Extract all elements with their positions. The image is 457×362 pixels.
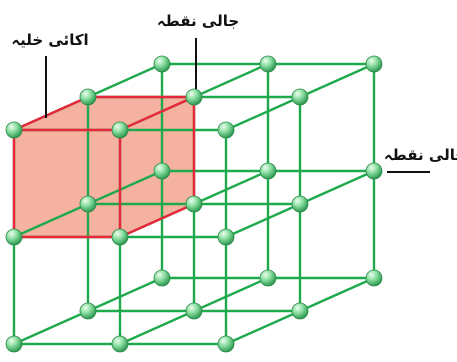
lattice-point [111,228,129,246]
lattice-point [185,302,203,320]
lattice-line [13,309,89,346]
unit-cell-edge [119,202,195,239]
unit-cell-label: اکائی خلیہ [11,31,88,49]
unit-cell-face [14,130,120,237]
lattice-line [193,169,269,206]
lattice-point [5,228,23,246]
lattice-point [291,88,309,106]
lattice-points [5,55,383,353]
lattice-point [79,302,97,320]
lattice-point [217,121,235,139]
lattice-point [291,302,309,320]
unit-cell-edges [12,95,196,239]
lattice-point [365,269,383,287]
lattice-point [79,195,97,213]
lattice-line [119,309,195,346]
lattice-point [365,162,383,180]
callout-lines [45,38,430,173]
lattice-point [5,121,23,139]
lattice-line [225,95,301,132]
unit-cell-edge [13,95,89,132]
lattice-line [299,276,375,313]
lattice-point [153,269,171,287]
lattice-point [185,195,203,213]
lattice-point [259,269,277,287]
lattice-point [111,121,129,139]
lattice-point [5,335,23,353]
lattice-line [87,62,163,99]
lattice-line [193,62,269,99]
lattice-point [259,162,277,180]
lattice-line [87,169,163,206]
lattice-point [111,335,129,353]
lattice-line [13,202,89,239]
lattice-point [79,88,97,106]
unit-cell-edge [119,95,195,132]
lattice-point [217,335,235,353]
lattice-point-top-label: جالی نقطہ [157,12,239,30]
lattice-line [299,169,375,206]
lattice-point [291,195,309,213]
lattice-line [225,309,301,346]
lattice-point [259,55,277,73]
unit-cell-top-face [14,97,193,130]
lattice-point [185,88,203,106]
lattice-point [217,228,235,246]
lattice-line [299,62,375,99]
lattice-point [153,162,171,180]
lattice-point-right-label: جالی نقطہ [384,146,457,164]
lattice-line [193,276,269,313]
lattice-point [153,55,171,73]
lattice-line [225,202,301,239]
lattice-point [365,55,383,73]
lattice-line [87,276,163,313]
